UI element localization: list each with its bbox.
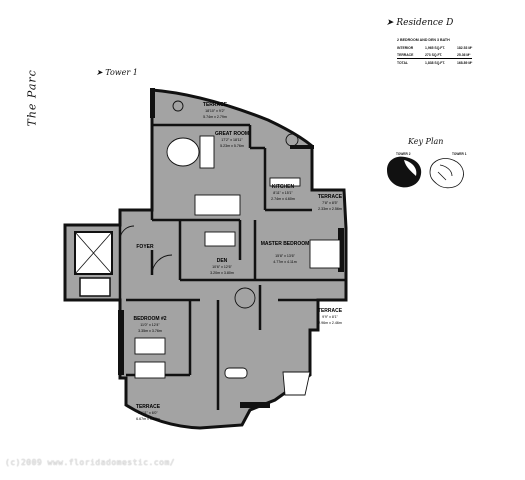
great-room-name: GREAT ROOM [215, 131, 249, 137]
keyplan-tower2 [387, 156, 422, 188]
residence-arrow-icon: ➤ [386, 18, 397, 28]
room-labels: TERRACE 18'10" x 9'2" 5.74m x 2.79m GREA… [133, 102, 342, 421]
den-dims: 10'6" x 12'6" [212, 265, 232, 269]
residence-title: ➤ Residence D [386, 18, 454, 28]
kitchen-name: KITCHEN [272, 184, 295, 190]
keyplan-tower1 [429, 158, 464, 189]
terrace-right-mid-metric: 2.96m x 2.46m [318, 321, 342, 325]
keyplan-tower1-label: TOWER 1 [452, 152, 467, 156]
terrace-top-dims: 18'10" x 9'2" [205, 109, 225, 113]
elevator-icon [74, 231, 113, 297]
master-bedroom-metric: 4.77m x 4.11m [273, 260, 297, 264]
master-bed-icon [309, 239, 341, 269]
keyplan-tower2-label: TOWER 2 [396, 152, 411, 156]
dining-table-icon [194, 194, 241, 216]
kitchen-metric: 2.74m x 4.60m [271, 197, 295, 201]
furniture [119, 100, 341, 396]
windows [118, 88, 344, 408]
terrace-table-icon [172, 100, 184, 112]
tower-label: ➤ Tower 1 [96, 68, 138, 77]
bedroom2-metric: 3.35m x 3.76m [138, 329, 162, 333]
terrace-right-mid-dims: 9'9" x 8'1" [322, 315, 338, 319]
kitchen-dims: 8'11" x 15'1" [273, 191, 293, 195]
terrace-top-name: TERRACE [203, 102, 228, 108]
bathtub-icon [224, 367, 248, 379]
interior-walls [118, 122, 346, 410]
sofa-icon [199, 135, 215, 169]
terrace-top-metric: 5.74m x 2.79m [203, 115, 227, 119]
terrace-right-top-name: TERRACE [318, 194, 343, 200]
bed-icon-2 [134, 361, 166, 379]
foyer-name: FOYER [136, 244, 154, 250]
residence-subtitle: 2 BEDROOM AND DEN 3 BATH [397, 38, 450, 42]
terrace-right-top-metric: 2.33m x 2.56m [318, 207, 342, 211]
den-sofa-icon [204, 231, 236, 247]
terrace-bottom-name: TERRACE [136, 404, 161, 410]
bedroom2-name: BEDROOM #2 [133, 316, 166, 322]
tower-arrow-icon: ➤ [96, 68, 106, 77]
terrace-bottom-dims: 21'11" x 6'0" [138, 411, 158, 415]
keyplan-title: Key Plan [408, 137, 444, 146]
terrace-right-top-dims: 7'8" x 8'5" [322, 201, 338, 205]
den-metric: 3.20m x 3.80m [210, 271, 234, 275]
bedroom2-dims: 11'0" x 12'4" [140, 323, 160, 327]
master-bedroom-name: MASTER BEDROOM [261, 241, 310, 247]
watermark: (c)2009 www.floridadomestic.com/ [5, 458, 176, 467]
bed-icon [134, 337, 166, 355]
great-room-dims: 17'2" x 18'11" [221, 138, 243, 142]
great-room-rug [166, 137, 200, 167]
great-room-metric: 5.23m x 5.76m [220, 144, 244, 148]
terrace-right-mid-name: TERRACE [318, 308, 343, 314]
terrace-bottom-metric: 6.67m x 1.83m [136, 417, 160, 421]
den-name: DEN [217, 258, 228, 264]
corner-tub-icon [282, 371, 311, 396]
kitchen-island [269, 177, 301, 187]
master-bedroom-dims: 15'8" x 13'6" [275, 254, 295, 258]
